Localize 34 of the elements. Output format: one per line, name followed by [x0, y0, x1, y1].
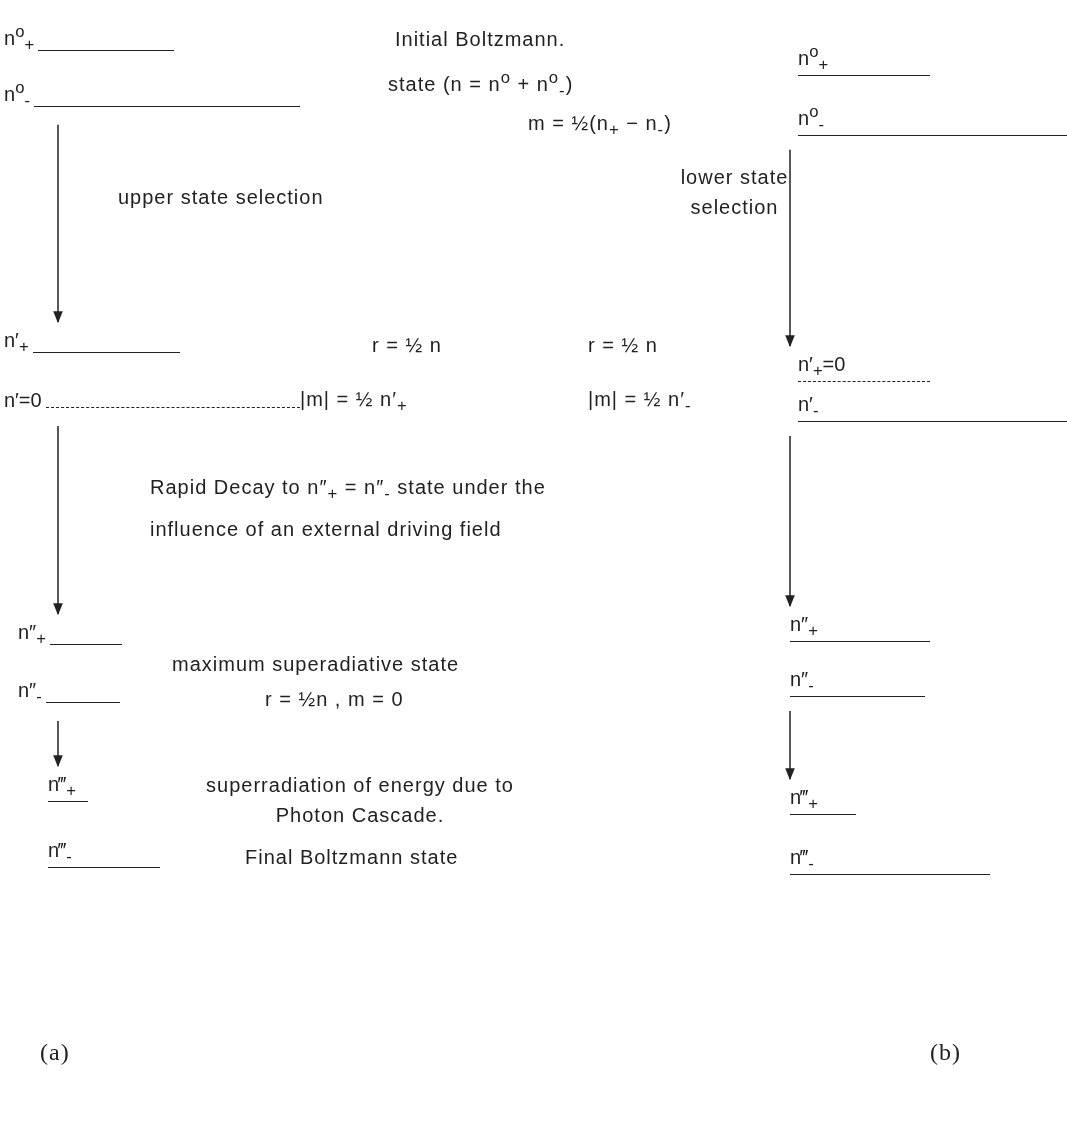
level-label: n″$_{+}$: [18, 620, 46, 649]
arrow: [53, 425, 63, 616]
level-label: n‴$_{+}$: [48, 773, 76, 795]
arrow: [785, 710, 795, 781]
annotation-text: |m| = ½ n′$_{+}$: [300, 387, 408, 417]
annotation-text: |m| = ½ n′$_{-}$: [588, 387, 692, 417]
panel-label: (b): [930, 1038, 961, 1067]
level-label: n‴$_{+}$: [790, 786, 818, 808]
annotation-text: m = ½(n$_{+}$ − n$_{-}$): [528, 111, 672, 141]
level-label: n′$_{+}$: [4, 328, 29, 357]
arrow: [785, 435, 795, 608]
annotation-text: maximum superadiative state: [172, 652, 460, 677]
annotation-text: Final Boltzmann state: [245, 845, 459, 870]
panel-label: (a): [40, 1038, 70, 1067]
annotation-text: superradiation of energy due to Photon Cascade.: [205, 773, 515, 828]
level-label: n″$_{-}$: [790, 668, 814, 690]
annotation-text: state (n = n$^{o}$ + n$^{o}$$_{-}$): [388, 67, 574, 102]
level-label: n′$_{+}$=0: [798, 353, 846, 375]
level-label: n′=0: [4, 388, 42, 412]
arrow: [785, 148, 795, 348]
arrow: [53, 123, 63, 324]
annotation-text: upper state selection: [118, 185, 324, 210]
annotation-text: r = ½ n: [588, 333, 658, 358]
arrow: [53, 720, 63, 768]
level-label: n‴$_{-}$: [790, 846, 814, 868]
annotation-text: r = ½n , m = 0: [265, 687, 404, 712]
level-label: n′$_{-}$: [798, 393, 819, 415]
annotation-text: Initial Boltzmann.: [395, 27, 566, 52]
level-label: n″$_{+}$: [790, 613, 818, 635]
annotation-text: lower state selection: [679, 165, 790, 220]
annotation-text: Rapid Decay to n″$_{+}$ = n″$_{-}$ state under the influence of an external driving field: [150, 475, 547, 542]
level-label: n″$_{-}$: [18, 678, 42, 707]
level-label: n‴$_{-}$: [48, 839, 72, 861]
annotation-text: r = ½ n: [372, 333, 442, 358]
